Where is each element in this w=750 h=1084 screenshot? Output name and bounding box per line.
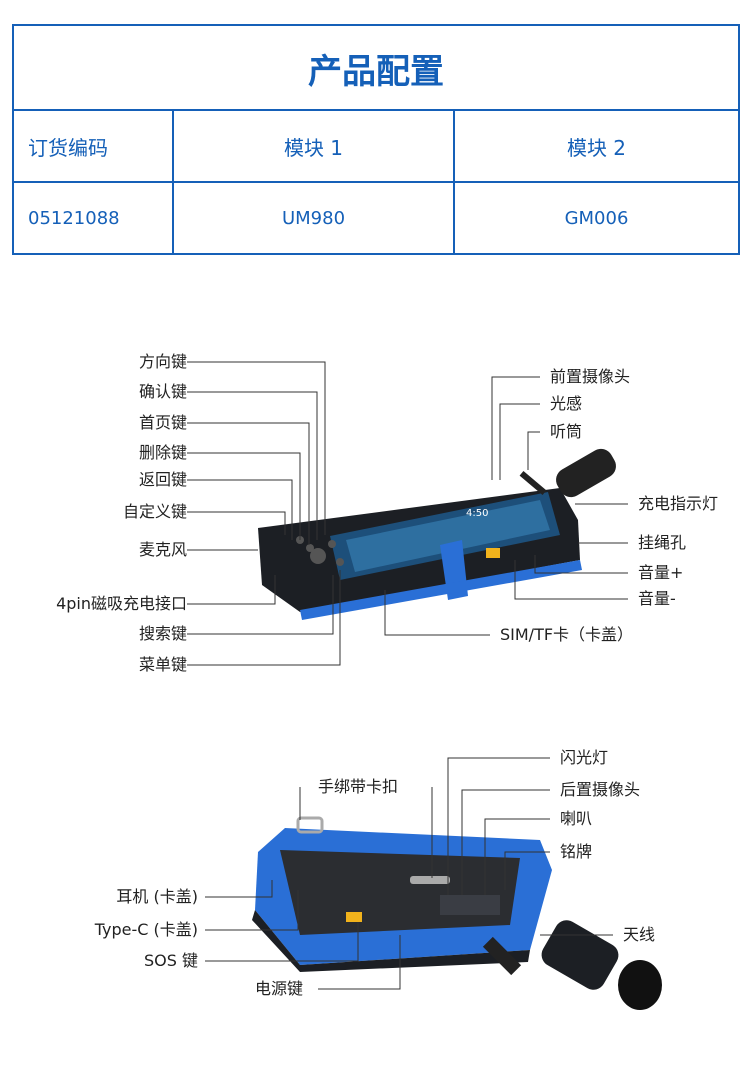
divider bbox=[14, 109, 738, 111]
label-search-key: 搜索键 bbox=[138, 624, 187, 643]
back-device-image bbox=[252, 816, 662, 1010]
label-earphone-cover: 耳机 (卡盖) bbox=[116, 887, 198, 906]
divider bbox=[172, 110, 174, 253]
label-antenna: 天线 bbox=[623, 925, 656, 944]
label-magnetic-charging-port: 4pin磁吸充电接口 bbox=[56, 594, 187, 613]
label-confirm-key: 确认键 bbox=[138, 382, 187, 401]
label-charging-indicator: 充电指示灯 bbox=[638, 494, 719, 513]
label-microphone: 麦克风 bbox=[138, 540, 187, 559]
label-light-sensor: 光感 bbox=[550, 394, 583, 413]
divider bbox=[14, 181, 738, 183]
label-type-c-cover: Type-C (卡盖) bbox=[94, 920, 198, 939]
order-code-value: 05121088 bbox=[28, 207, 120, 229]
header-order-code: 订货编码 bbox=[28, 135, 108, 160]
front-device-image: 4:50 bbox=[258, 448, 616, 620]
label-hand-strap-buckle: 手绑带卡扣 bbox=[318, 777, 399, 796]
label-earpiece: 听筒 bbox=[550, 422, 583, 441]
header-module-1: 模块 1 bbox=[283, 135, 344, 160]
divider bbox=[453, 110, 455, 253]
label-delete-key: 删除键 bbox=[138, 443, 187, 462]
module-1-value: UM980 bbox=[281, 207, 346, 229]
label-sos-key: SOS 键 bbox=[144, 951, 198, 970]
label-power-key: 电源键 bbox=[255, 979, 304, 998]
label-direction-key: 方向键 bbox=[138, 352, 187, 371]
label-custom-key: 自定义键 bbox=[122, 502, 187, 521]
label-volume-up: 音量+ bbox=[638, 563, 684, 582]
label-menu-key: 菜单键 bbox=[138, 655, 187, 674]
label-speaker: 喇叭 bbox=[560, 809, 593, 828]
label-sim-tf-card: SIM/TF卡（卡盖） bbox=[500, 625, 634, 644]
leader-lines bbox=[187, 361, 628, 990]
label-lanyard-hole: 挂绳孔 bbox=[638, 533, 687, 552]
label-home-key: 首页键 bbox=[138, 413, 187, 432]
product-config-table: 产品配置 订货编码 模块 1 模块 2 05121088 UM980 GM006 bbox=[12, 24, 740, 255]
header-module-2: 模块 2 bbox=[566, 135, 627, 160]
label-front-camera: 前置摄像头 bbox=[550, 367, 631, 386]
label-nameplate: 铭牌 bbox=[560, 842, 593, 861]
label-back-key: 返回键 bbox=[138, 470, 187, 489]
table-title: 产品配置 bbox=[308, 51, 444, 92]
module-2-value: GM006 bbox=[564, 207, 629, 229]
screen-time: 4:50 bbox=[466, 508, 488, 519]
label-flash: 闪光灯 bbox=[560, 748, 609, 767]
label-volume-down: 音量- bbox=[638, 589, 676, 608]
label-rear-camera: 后置摄像头 bbox=[560, 780, 641, 799]
